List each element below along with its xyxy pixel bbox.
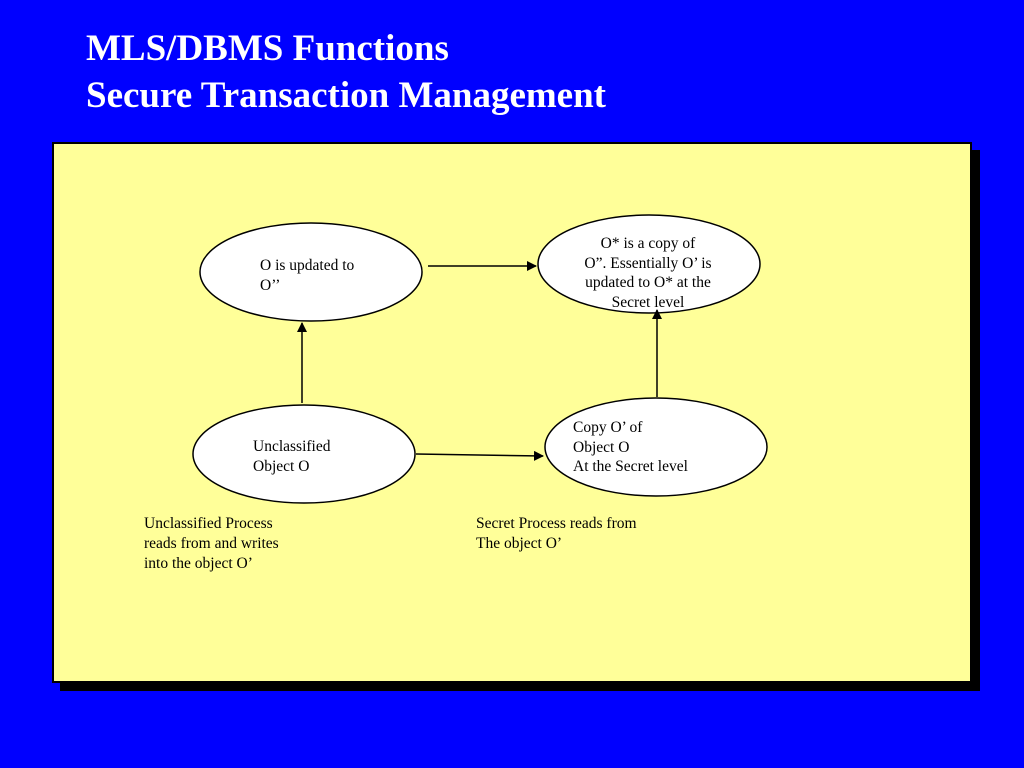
node-unclassified-ellipse bbox=[192, 404, 416, 504]
node-updated-text: O is updated to O’’ bbox=[260, 257, 355, 294]
slide-title-line-1: MLS/DBMS Functions bbox=[86, 28, 449, 69]
diagram-panel: O is updated to O’’ O* is a copy of O”. … bbox=[52, 142, 972, 683]
caption-secret-process: Secret Process reads from The object O’ bbox=[476, 515, 637, 552]
node-updated-ellipse bbox=[199, 222, 423, 322]
node-copy-star-ellipse bbox=[537, 214, 761, 314]
edge-unclassified-to-copy-secret bbox=[415, 450, 544, 461]
node-copy-secret-text: Copy O’ of Object O At the Secret level bbox=[573, 419, 688, 475]
node-copy-star-text: O* is a copy of O”. Essentially O’ is up… bbox=[584, 235, 712, 311]
node-unclassified-text: Unclassified Object O bbox=[253, 438, 331, 475]
slide-title-line-2: Secure Transaction Management bbox=[86, 75, 607, 116]
caption-unclassified-process: Unclassified Process reads from and writ… bbox=[144, 515, 279, 572]
diagram-canvas bbox=[192, 214, 768, 504]
node-copy-secret-ellipse bbox=[544, 397, 768, 497]
